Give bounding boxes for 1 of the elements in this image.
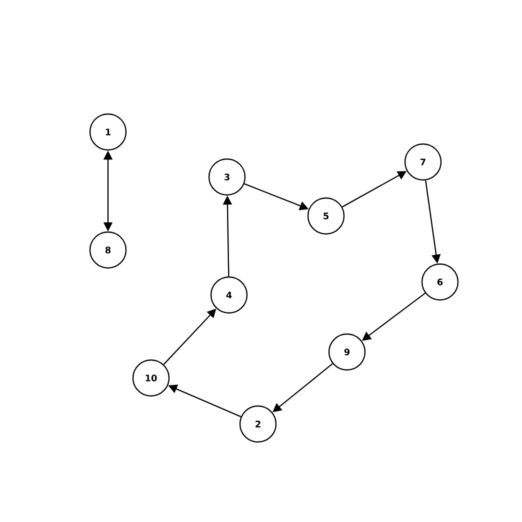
arrow — [272, 363, 333, 412]
